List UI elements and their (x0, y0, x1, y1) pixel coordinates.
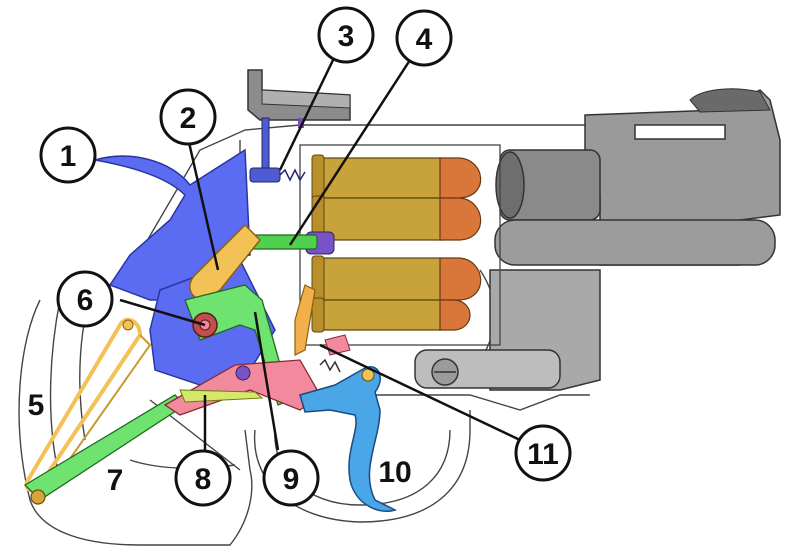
firing-pin (249, 117, 306, 183)
callout-6: 6 (56, 270, 114, 328)
callout-label-1: 1 (60, 140, 77, 173)
sear-link (294, 284, 351, 373)
callout-1: 1 (39, 126, 97, 184)
callout-label-6: 6 (77, 284, 94, 317)
callout-3: 3 (317, 6, 375, 64)
cartridges (305, 154, 482, 333)
callout-8: 8 (174, 449, 232, 507)
callout-label-7: 7 (107, 464, 124, 497)
callout-label-10: 10 (378, 456, 411, 489)
cartridge-lower (311, 255, 482, 303)
cartridge-top (311, 154, 482, 202)
leader-lines (119, 57, 521, 455)
callout-4: 4 (395, 9, 453, 67)
callout-label-2: 2 (180, 102, 197, 135)
cartridge-bottom (311, 297, 471, 333)
cartridge-upper (311, 195, 482, 243)
rear-sight (247, 69, 351, 128)
callout-label-9: 9 (283, 463, 300, 496)
mainspring-strut (23, 394, 187, 505)
hammer (94, 148, 276, 386)
callout-2: 2 (159, 88, 217, 146)
barrel-assembly (414, 88, 781, 391)
callout-10: 10 (378, 456, 411, 489)
callout-9: 9 (262, 449, 320, 507)
callout-label-8: 8 (195, 463, 212, 496)
callout-label-4: 4 (416, 23, 433, 56)
callout-11: 11 (514, 424, 572, 482)
callout-label-11: 11 (527, 438, 559, 471)
callout-label-3: 3 (338, 20, 355, 53)
callout-label-5: 5 (28, 389, 45, 422)
callout-7: 7 (107, 464, 124, 497)
callout-5: 5 (28, 389, 45, 422)
